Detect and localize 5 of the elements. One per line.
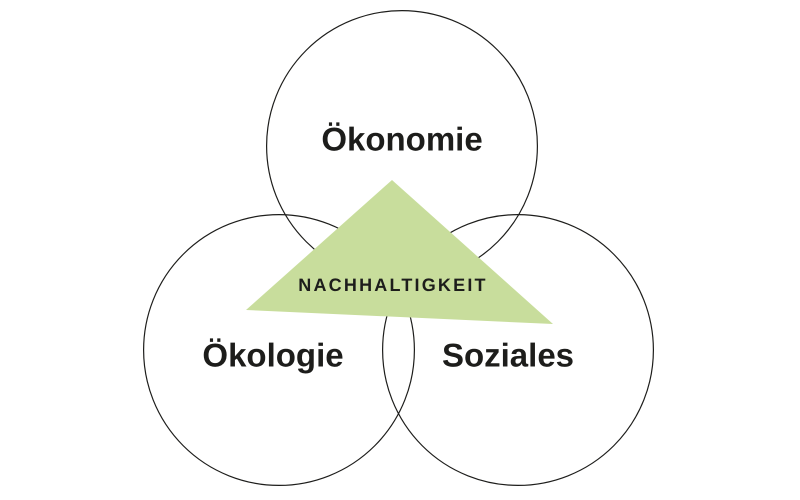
circle-label: Ökologie	[202, 338, 344, 372]
triangle-label: NACHHALTIGKEIT	[298, 276, 488, 294]
center-triangle	[246, 180, 553, 324]
circle-label: Soziales	[442, 338, 574, 372]
circle-label: Ökonomie	[321, 122, 483, 156]
